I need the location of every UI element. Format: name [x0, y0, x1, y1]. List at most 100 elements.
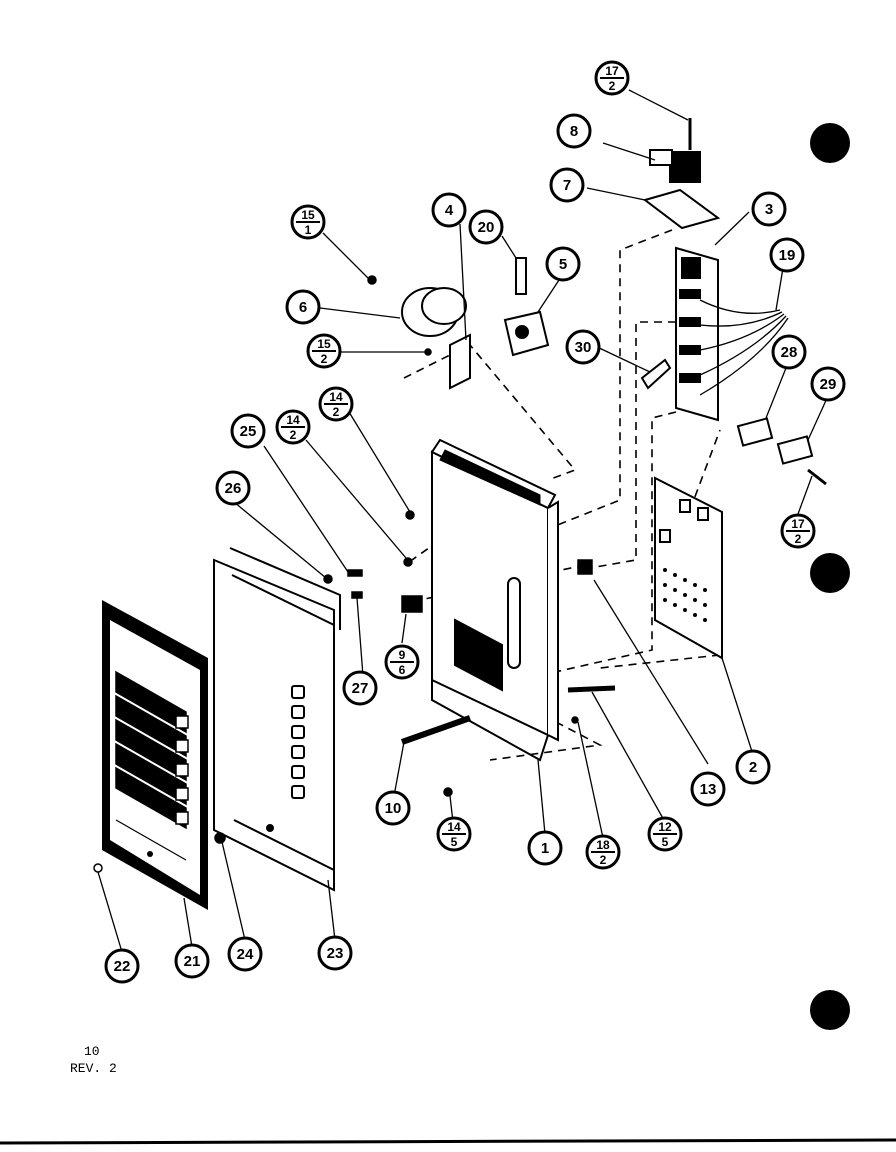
callout-label: 29 [820, 376, 837, 393]
callout-c2: 2 [735, 749, 771, 785]
callout-denominator: 2 [600, 853, 607, 867]
callout-circle [810, 366, 846, 402]
callout-numerator: 17 [791, 517, 805, 531]
binder-hole-top [810, 123, 850, 163]
callout-c27: 27 [342, 670, 378, 706]
callout-denominator: 2 [321, 352, 328, 366]
callout-c13: 13 [690, 771, 726, 807]
callout-label: 1 [541, 840, 549, 857]
callout-circle [545, 246, 581, 282]
binder-hole-bottom [810, 990, 850, 1030]
callout-circle [769, 237, 805, 273]
binder-holes [810, 123, 850, 1030]
callout-c14c: 145 [436, 816, 472, 852]
callout-label: 27 [352, 680, 369, 697]
callout-label: 22 [114, 958, 131, 975]
callout-circle [317, 935, 353, 971]
page-number: 10 [84, 1044, 100, 1059]
control-mount-panel [213, 547, 341, 892]
callout-c3: 3 [751, 191, 787, 227]
callout-numerator: 17 [605, 64, 619, 78]
callout-label: 26 [225, 480, 242, 497]
callout-label: 2 [749, 759, 757, 776]
callout-c19: 19 [769, 237, 805, 273]
callout-denominator: 2 [795, 532, 802, 546]
callout-label: 6 [299, 299, 307, 316]
callout-circle [771, 334, 807, 370]
callout-label: 24 [237, 946, 254, 963]
bracket-plate [642, 188, 721, 230]
callout-numerator: 14 [447, 820, 461, 834]
callout-c28: 28 [771, 334, 807, 370]
callout-denominator: 1 [305, 223, 312, 237]
micro-switch-b [776, 435, 814, 465]
callout-label: 28 [781, 344, 798, 361]
callout-c9: 96 [384, 644, 420, 680]
callout-numerator: 9 [399, 648, 406, 662]
front-panel [102, 600, 208, 910]
callout-label: 25 [240, 423, 257, 440]
selector-switch [503, 310, 550, 357]
callout-label: 23 [327, 945, 344, 962]
callout-circle [285, 289, 321, 325]
callout-label: 3 [765, 201, 773, 218]
actuator-lever [640, 358, 672, 390]
callout-circle [549, 167, 585, 203]
callout-circle [527, 830, 563, 866]
callout-label: 10 [385, 800, 402, 817]
callout-c6: 6 [285, 289, 321, 325]
callout-circle [735, 749, 771, 785]
adjust-screw [515, 257, 527, 295]
callout-c1: 1 [527, 830, 563, 866]
callout-c4: 4 [431, 192, 467, 228]
callout-c17a: 172 [594, 60, 630, 96]
callout-c20: 20 [468, 209, 504, 245]
callout-label: 7 [563, 177, 571, 194]
callout-c24: 24 [227, 936, 263, 972]
callout-c7: 7 [549, 167, 585, 203]
callout-label: 21 [184, 953, 201, 970]
callout-label: 13 [700, 781, 717, 798]
callout-c17b: 172 [780, 513, 816, 549]
micro-switch-a [736, 417, 774, 447]
callout-circle [751, 191, 787, 227]
callout-c29: 29 [810, 366, 846, 402]
switch-bracket [675, 246, 719, 422]
callout-c10: 10 [375, 790, 411, 826]
main-housing [430, 438, 559, 762]
wire-harness [699, 299, 789, 396]
callout-c30: 30 [565, 329, 601, 365]
callout-c15b: 152 [306, 333, 342, 369]
callout-c15a: 151 [290, 204, 326, 240]
callout-denominator: 6 [399, 663, 406, 677]
turntable-motor-cup [401, 287, 467, 337]
callout-c25: 25 [230, 413, 266, 449]
callout-c14b: 142 [275, 409, 311, 445]
callout-circle [565, 329, 601, 365]
leader-lines [97, 89, 829, 953]
callout-numerator: 15 [301, 208, 315, 222]
callout-numerator: 15 [317, 337, 331, 351]
motor-bracket [449, 333, 471, 390]
callout-circle [104, 948, 140, 984]
callout-numerator: 14 [286, 413, 300, 427]
callout-denominator: 5 [662, 835, 669, 849]
callout-circle [230, 413, 266, 449]
callout-c14a: 142 [318, 386, 354, 422]
small-hardware [93, 275, 827, 873]
callout-label: 5 [559, 256, 567, 273]
callout-label: 30 [575, 339, 592, 356]
callout-circle [174, 943, 210, 979]
callout-circle [431, 192, 467, 228]
callout-denominator: 2 [333, 405, 340, 419]
callout-c8: 8 [556, 113, 592, 149]
callout-c26: 26 [215, 470, 251, 506]
callout-label: 19 [779, 247, 796, 264]
callout-circle [342, 670, 378, 706]
callout-denominator: 5 [451, 835, 458, 849]
callout-label: 20 [478, 219, 495, 236]
revision-label: REV. 2 [70, 1061, 117, 1076]
callout-circle [227, 936, 263, 972]
callout-c21: 21 [174, 943, 210, 979]
callout-denominator: 2 [290, 428, 297, 442]
